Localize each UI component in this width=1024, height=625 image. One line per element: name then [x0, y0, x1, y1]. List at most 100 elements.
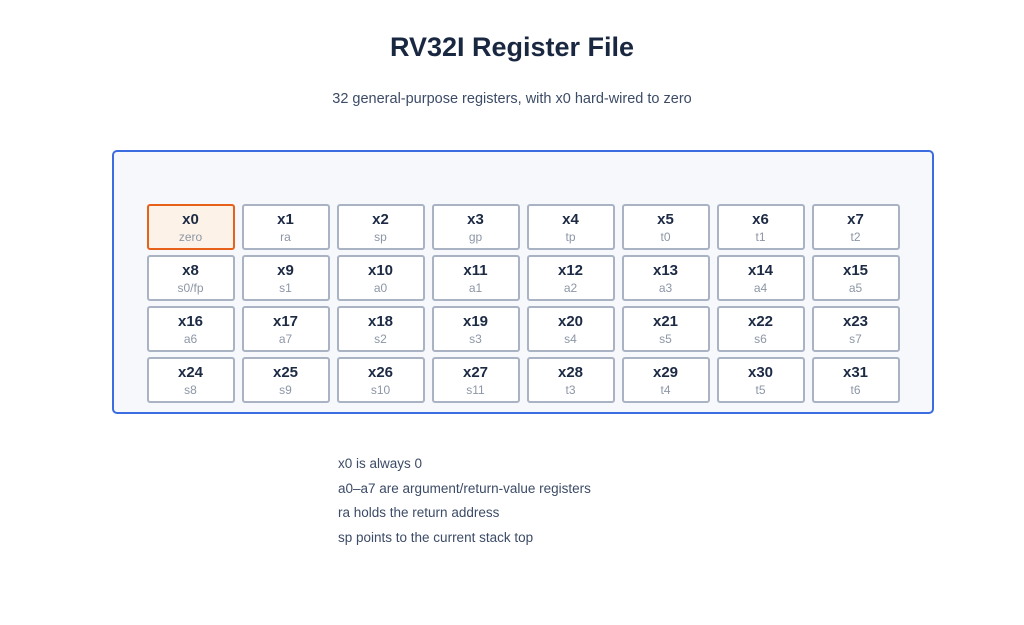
register-abi: a7	[278, 332, 293, 346]
register-cell-x9: x9 s1	[241, 255, 330, 301]
register-abi: t4	[660, 383, 671, 397]
register-name: x31	[842, 364, 869, 381]
register-cell-x2: x2 sp	[336, 204, 425, 250]
register-abi: a1	[468, 281, 483, 295]
register-cell-x28: x28 t3	[526, 357, 615, 403]
register-abi: t5	[755, 383, 766, 397]
register-cell-x17: x17 a7	[241, 306, 330, 352]
register-cell-x14: x14 a4	[716, 255, 805, 301]
register-abi: t0	[660, 230, 671, 244]
register-name: x11	[463, 262, 488, 279]
register-name: x21	[652, 313, 679, 330]
register-abi: s11	[466, 383, 485, 397]
register-file-panel: x0 zero x1 ra x2 sp x3 gp x4 tp x5 t0 x6…	[112, 150, 934, 414]
register-name: x16	[177, 313, 204, 330]
register-name: x20	[557, 313, 584, 330]
register-cell-x12: x12 a2	[526, 255, 615, 301]
register-abi: a5	[848, 281, 863, 295]
register-cell-x15: x15 a5	[811, 255, 900, 301]
register-name: x6	[752, 211, 769, 228]
register-name: x12	[557, 262, 584, 279]
register-name: x3	[467, 211, 484, 228]
register-abi: s10	[370, 383, 391, 397]
register-cell-x23: x23 s7	[811, 306, 900, 352]
register-abi: s6	[754, 332, 767, 346]
register-abi: t1	[755, 230, 766, 244]
register-name: x18	[367, 313, 394, 330]
register-abi: s1	[279, 281, 292, 295]
register-name: x17	[272, 313, 299, 330]
register-abi: s7	[849, 332, 862, 346]
register-abi: a6	[183, 332, 198, 346]
register-abi: gp	[468, 230, 483, 244]
page-subtitle: 32 general-purpose registers, with x0 ha…	[332, 91, 692, 107]
register-cell-x10: x10 a0	[336, 255, 425, 301]
register-name: x4	[562, 211, 579, 228]
register-cell-x16: x16 a6	[146, 306, 235, 352]
register-cell-x3: x3 gp	[431, 204, 520, 250]
note-line: x0 is always 0	[338, 456, 423, 471]
register-name: x7	[847, 211, 864, 228]
register-abi: s3	[469, 332, 482, 346]
register-cell-x26: x26 s10	[336, 357, 425, 403]
register-name: x5	[657, 211, 674, 228]
register-abi: t3	[565, 383, 576, 397]
register-name: x8	[182, 262, 199, 279]
register-cell-x18: x18 s2	[336, 306, 425, 352]
register-name: x22	[747, 313, 774, 330]
register-cell-x27: x27 s11	[431, 357, 520, 403]
register-cell-x29: x29 t4	[621, 357, 710, 403]
register-cell-x0: x0 zero	[146, 204, 235, 250]
register-cell-x25: x25 s9	[241, 357, 330, 403]
register-abi: ra	[280, 230, 291, 244]
register-abi: s0/fp	[177, 281, 204, 295]
register-cell-x6: x6 t1	[716, 204, 805, 250]
register-abi: t2	[850, 230, 861, 244]
register-abi: t6	[850, 383, 861, 397]
register-abi: s9	[279, 383, 292, 397]
register-cell-x30: x30 t5	[716, 357, 805, 403]
register-abi: a3	[658, 281, 673, 295]
register-name: x14	[747, 262, 774, 279]
register-cell-x20: x20 s4	[526, 306, 615, 352]
register-name: x9	[277, 262, 294, 279]
register-cell-x7: x7 t2	[811, 204, 900, 250]
register-cell-x19: x19 s3	[431, 306, 520, 352]
register-name: x13	[652, 262, 679, 279]
register-cell-x22: x22 s6	[716, 306, 805, 352]
register-cell-x13: x13 a3	[621, 255, 710, 301]
register-name: x29	[652, 364, 679, 381]
register-name: x27	[462, 364, 489, 381]
register-abi: zero	[178, 230, 203, 244]
register-name: x1	[277, 211, 294, 228]
register-cell-x8: x8 s0/fp	[146, 255, 235, 301]
register-abi: s8	[184, 383, 197, 397]
register-name: x30	[747, 364, 774, 381]
register-name: x19	[462, 313, 489, 330]
register-cell-x24: x24 s8	[146, 357, 235, 403]
register-name: x2	[372, 211, 389, 228]
register-name: x15	[842, 262, 869, 279]
register-abi: s5	[659, 332, 672, 346]
register-grid: x0 zero x1 ra x2 sp x3 gp x4 tp x5 t0 x6…	[146, 204, 900, 403]
register-abi: a0	[373, 281, 388, 295]
register-name: x25	[272, 364, 299, 381]
register-name: x0	[182, 211, 199, 228]
register-abi: a4	[753, 281, 768, 295]
note-line: ra holds the return address	[338, 505, 500, 520]
register-cell-x21: x21 s5	[621, 306, 710, 352]
register-abi: s4	[564, 332, 577, 346]
register-abi: a2	[563, 281, 578, 295]
register-name: x10	[367, 262, 394, 279]
register-cell-x11: x11 a1	[431, 255, 520, 301]
register-cell-x4: x4 tp	[526, 204, 615, 250]
page-title: RV32I Register File	[389, 32, 635, 62]
register-name: x26	[367, 364, 394, 381]
register-abi: sp	[374, 230, 387, 244]
register-name: x23	[842, 313, 869, 330]
register-cell-x31: x31 t6	[811, 357, 900, 403]
register-abi: s2	[374, 332, 387, 346]
register-abi: tp	[565, 230, 576, 244]
register-cell-x1: x1 ra	[241, 204, 330, 250]
